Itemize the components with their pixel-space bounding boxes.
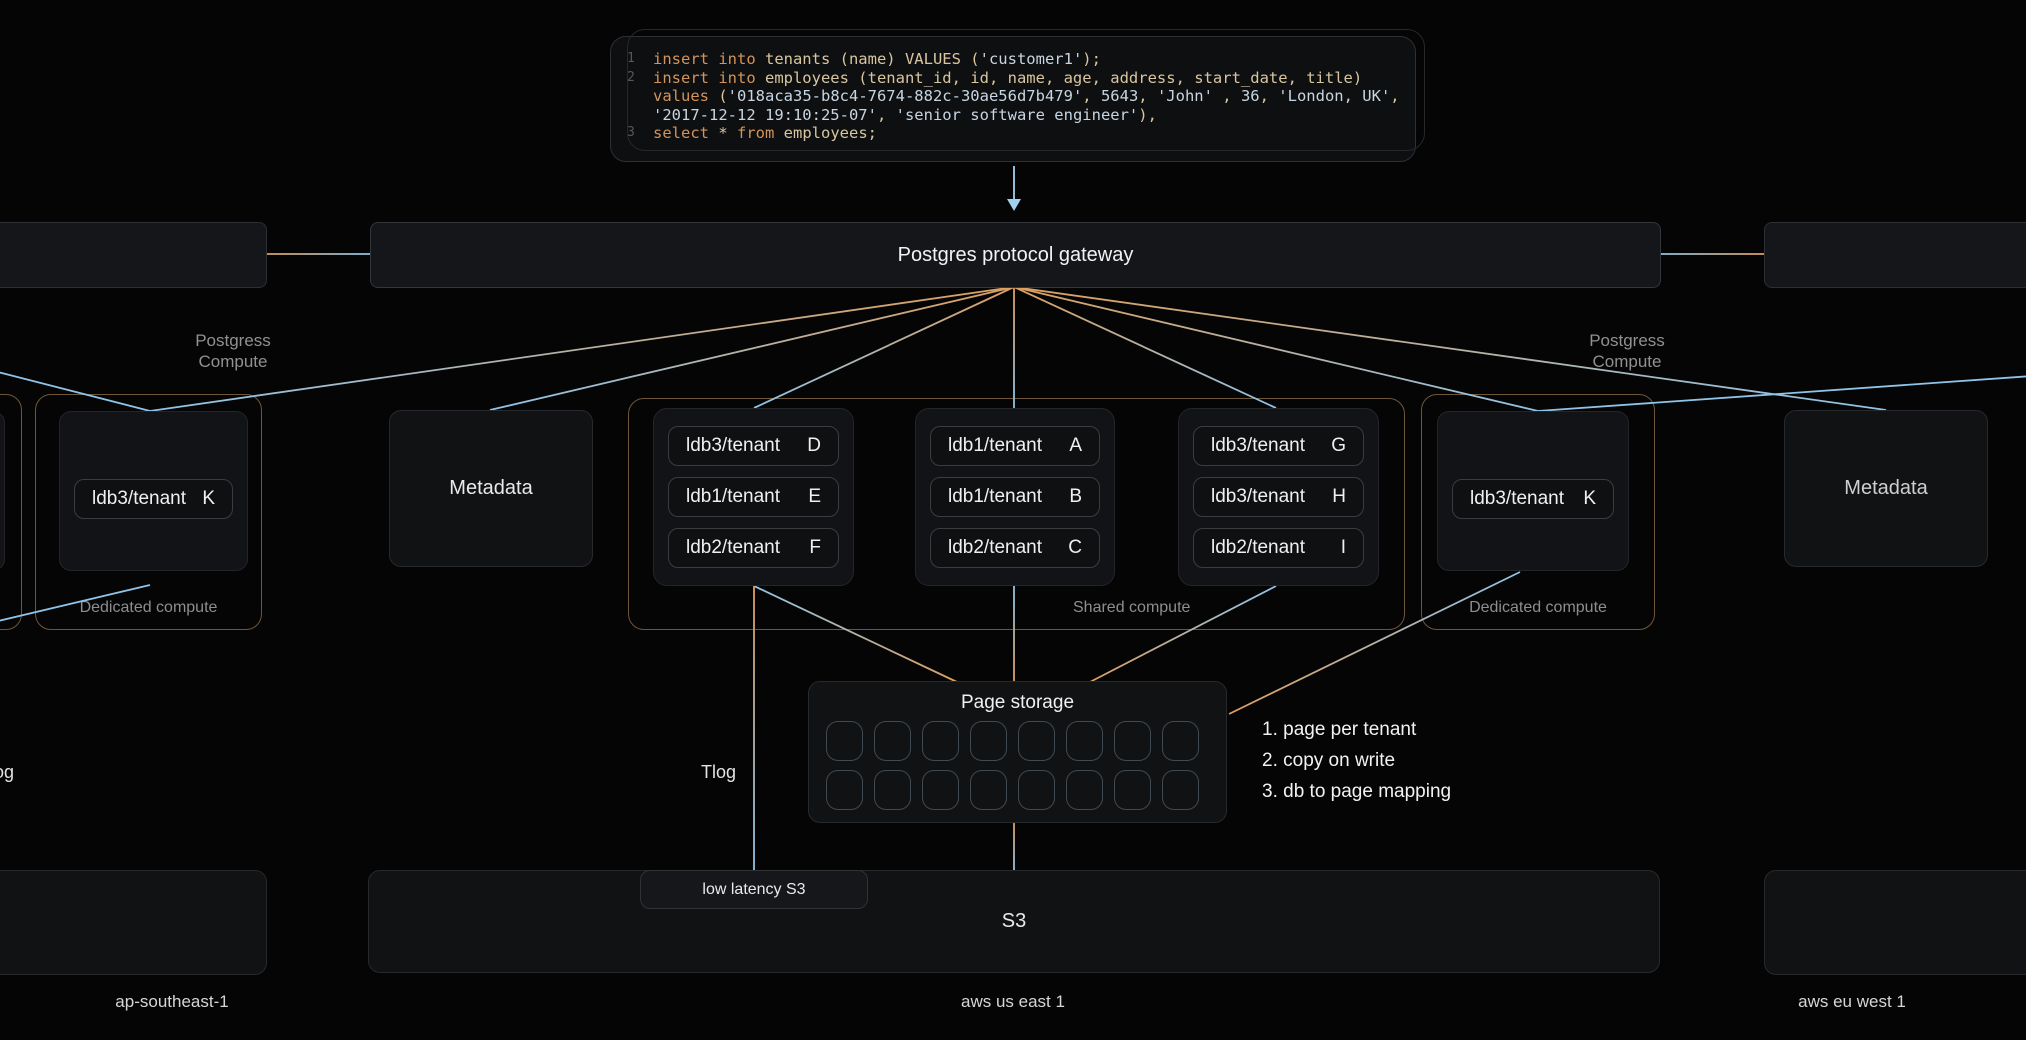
arrow-down-icon (1007, 199, 1021, 211)
connector-line (489, 286, 1015, 411)
postgres-protocol-gateway-box: Postgres protocol gateway (370, 222, 1661, 288)
page-slot (970, 770, 1007, 810)
page-slot (1114, 721, 1151, 761)
page-storage-grid (826, 721, 1199, 810)
page-slot (1066, 770, 1103, 810)
region-label-left: ap-southeast-1 (115, 992, 229, 1011)
s3-box-left-partial (0, 870, 267, 975)
tlog-label-left-partial: Tlog (0, 762, 14, 782)
page-storage-box: Page storage (808, 681, 1227, 823)
note-item: 3. db to page mapping (1262, 781, 1452, 802)
gateway-box-left-partial (0, 222, 267, 288)
connector-line (1013, 286, 1539, 412)
page-slot (970, 721, 1007, 761)
region-label-center: aws us east 1 (961, 992, 1065, 1011)
page-slot (1018, 721, 1055, 761)
tenant-db-pill: ldb3/tenant K (74, 479, 233, 519)
line-number: 3 (627, 125, 635, 140)
page-slot (1018, 770, 1055, 810)
region-label-right: aws eu west 1 (1798, 992, 1906, 1011)
connector-line (1013, 286, 1277, 409)
line-number (627, 87, 653, 106)
page-slot (826, 770, 863, 810)
shared-compute-label: Shared compute (1073, 599, 1191, 616)
postgress-compute-label-right: Postgress Compute (1589, 331, 1665, 371)
postgress-compute-label-left: Postgress Compute (195, 331, 271, 371)
gateway-box-right-partial (1764, 222, 2026, 288)
tenant-db-pill: ldb3/tenant K (1452, 479, 1614, 519)
note-item: 2. copy on write (1262, 750, 1396, 771)
metadata-box-right: Metadata (1784, 410, 1988, 567)
note-item: 1. page per tenant (1262, 719, 1417, 740)
tlog-label: Tlog (700, 762, 736, 782)
page-slot (826, 721, 863, 761)
s3-box-right-partial (1764, 870, 2026, 975)
dedicated-compute-label-right: Dedicated compute (1469, 599, 1607, 616)
page-slot (922, 721, 959, 761)
dedicated-compute-label-left: Dedicated compute (79, 599, 218, 616)
page-slot (922, 770, 959, 810)
page-storage-title: Page storage (960, 692, 1075, 713)
code-line: '2017-12-12 19:10:25-07', 'senior softwa… (627, 106, 1399, 125)
connector-line (1013, 286, 1887, 411)
connector-line (753, 286, 1015, 409)
line-number (627, 106, 653, 125)
s3-box: S3 (368, 870, 1660, 973)
page-slot (1162, 721, 1199, 761)
metadata-box-left: Metadata (389, 410, 593, 567)
page-slot (1162, 770, 1199, 810)
line-number: 1 (627, 51, 635, 66)
neighbor-compute-box-partial (0, 411, 5, 571)
page-storage-notes: 1. page per tenant 2. copy on write 3. db … (1262, 714, 1451, 807)
page-slot (874, 770, 911, 810)
dedicated-compute-box-right: ldb3/tenant K (1437, 411, 1629, 571)
page-slot (874, 721, 911, 761)
low-latency-s3-box: low latency S3 (640, 870, 868, 909)
gateway-label: Postgres protocol gateway (897, 243, 1134, 266)
page-slot (1114, 770, 1151, 810)
dedicated-compute-box-left: ldb3/tenant K (59, 411, 248, 571)
page-slot (1066, 721, 1103, 761)
code-line: values ('018aca35-b8c4-7674-882c-30ae56d… (627, 87, 1400, 106)
line-number: 2 (627, 69, 635, 85)
